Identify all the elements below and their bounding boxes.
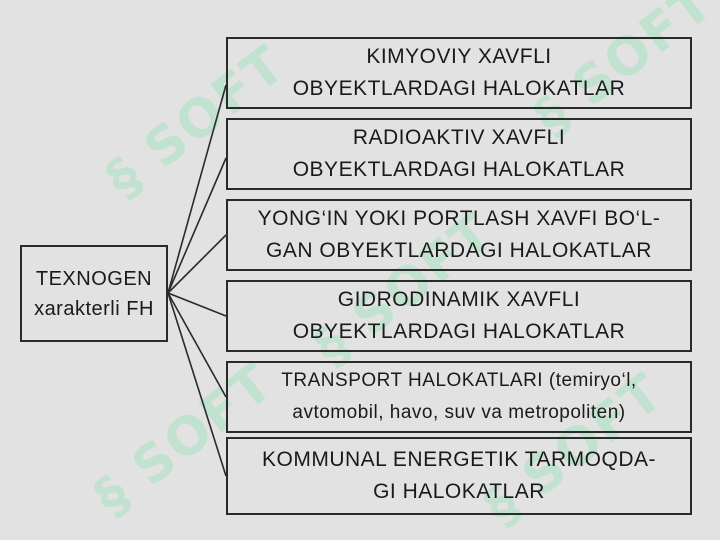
branch-node-chemical: KIMYOVIY XAVFLI OBYEKTLARDAGI HALOKATLAR [226, 37, 692, 109]
branch-node-fire-explosion: YONG‘IN YOKI PORTLASH XAVFI BO‘L- GAN OB… [226, 199, 692, 271]
branch-node-transport: TRANSPORT HALOKATLARI (temiryo‘l, avtomo… [226, 361, 692, 433]
branch-node-radioactive: RADIOAKTIV XAVFLI OBYEKTLARDAGI HALOKATL… [226, 118, 692, 190]
connector-line [167, 292, 227, 398]
branch-node-line: OBYEKTLARDAGI HALOKATLAR [292, 77, 626, 100]
branch-node-communal-energy: KOMMUNAL ENERGETIK TARMOQDA- GI HALOKATL… [226, 437, 692, 515]
branch-node-line: GIDRODINAMIK XAVFLI [337, 288, 581, 311]
branch-node-line: OBYEKTLARDAGI HALOKATLAR [292, 320, 626, 343]
root-node: TEXNOGEN xarakterli FH [20, 245, 168, 342]
branch-node-line: TRANSPORT HALOKATLARI (temiryo‘l, [281, 370, 637, 391]
connector-line [167, 292, 227, 477]
branch-node-line: OBYEKTLARDAGI HALOKATLAR [292, 158, 626, 181]
branch-node-line: avtomobil, havo, suv va metropoliten) [292, 402, 626, 423]
branch-node-line: GI HALOKATLAR [373, 480, 545, 503]
connector-line [167, 157, 227, 294]
connector-line [167, 84, 227, 294]
branch-node-line: RADIOAKTIV XAVFLI [352, 126, 566, 149]
branch-node-hydrodynamic: GIDRODINAMIK XAVFLI OBYEKTLARDAGI HALOKA… [226, 280, 692, 352]
branch-node-line: KIMYOVIY XAVFLI [366, 45, 552, 68]
branch-node-line: KOMMUNAL ENERGETIK TARMOQDA- [262, 448, 656, 471]
branch-node-line: GAN OBYEKTLARDAGI HALOKATLAR [266, 239, 652, 262]
root-node-subtitle: xarakterli FH [34, 297, 154, 320]
branch-node-line: YONG‘IN YOKI PORTLASH XAVFI BO‘L- [257, 207, 661, 230]
root-node-title: TEXNOGEN [35, 267, 153, 290]
connector-line [167, 234, 227, 294]
connector-line [167, 292, 227, 317]
